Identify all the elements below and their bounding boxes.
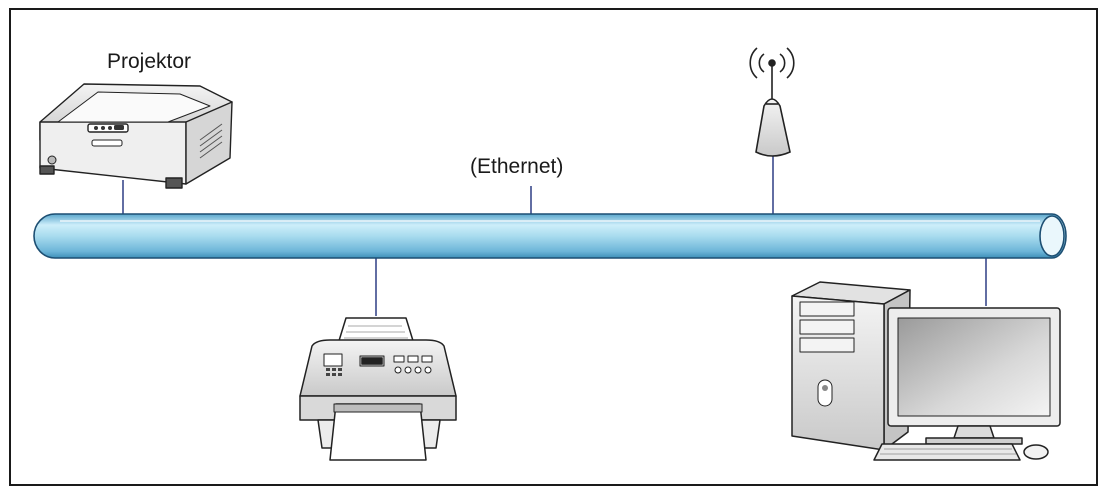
ethernet-label: (Ethernet) <box>470 155 564 178</box>
computer-icon <box>791 281 1061 461</box>
wifi-antenna-icon <box>749 47 795 157</box>
connector-lines <box>122 156 987 316</box>
projector-icon <box>39 83 233 189</box>
printer-icon <box>299 317 457 461</box>
projector-label: Projektor <box>107 50 192 73</box>
ethernet-bus <box>33 213 1067 259</box>
